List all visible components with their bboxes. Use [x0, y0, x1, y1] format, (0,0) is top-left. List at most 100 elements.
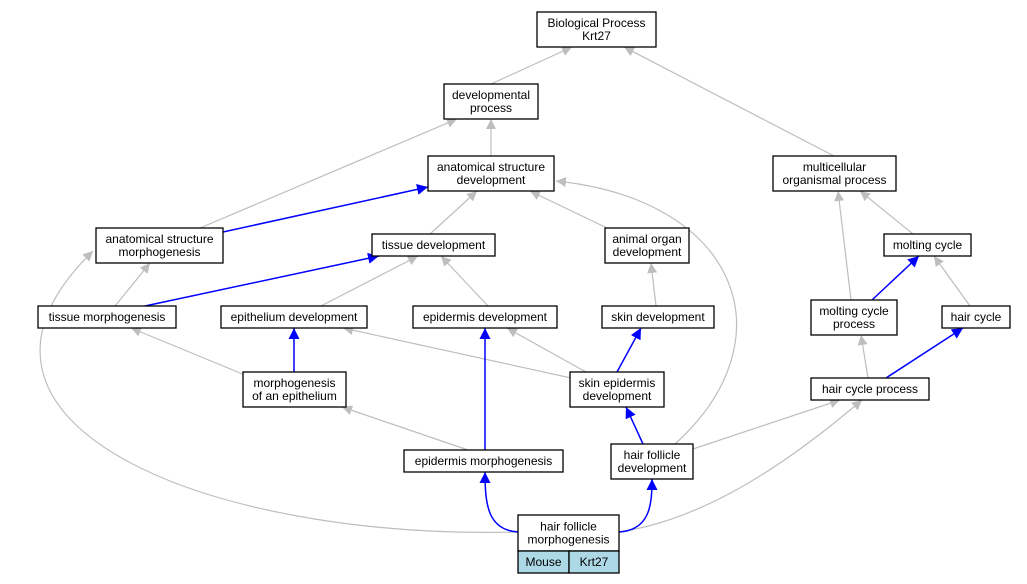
node-box — [610, 443, 694, 480]
edge-hf-morph-to-hf-dev — [618, 478, 658, 533]
node-label-line: organismal process — [782, 173, 886, 187]
edge-hf-morph-to-hair-cycle-proc — [618, 399, 863, 533]
gene-label: Krt27 — [580, 555, 609, 569]
edge-hf-morph-to-epid-morph — [479, 471, 519, 533]
node-label-line: hair cycle process — [822, 382, 918, 396]
node-label-line: process — [833, 317, 875, 331]
edge-epid-dev-to-tissue-dev — [440, 255, 489, 307]
gene-badge: Mouse Krt27 — [517, 550, 620, 574]
node-box — [37, 305, 177, 329]
node-label-line: development — [618, 461, 687, 475]
node-label-line: development — [583, 389, 652, 403]
edge-molting-proc-to-molting — [871, 255, 920, 301]
node-label-line: animal organ — [612, 232, 681, 246]
edge-molting-to-multi — [859, 190, 914, 235]
edge-hf-dev-to-skin-epid — [625, 406, 644, 445]
node-box — [517, 514, 620, 552]
edge-tissue-morph-to-asm — [114, 262, 151, 307]
edge-molting-proc-to-multi — [834, 190, 852, 301]
node-box — [371, 233, 496, 257]
edge-dev-proc-to-bp — [490, 46, 573, 85]
node-box — [601, 305, 715, 329]
node-epi-dev[interactable]: epithelium development — [220, 305, 368, 329]
node-label-line: skin epidermis — [579, 376, 656, 390]
node-label-line: morphogenesis — [118, 245, 200, 259]
node-label-line: tissue development — [382, 238, 486, 252]
node-label-line: hair follicle — [624, 448, 681, 462]
edge-epid-morph-to-morph-epi — [341, 405, 469, 451]
node-box — [242, 371, 347, 408]
node-label-line: morphogenesis — [253, 376, 335, 390]
node-label-line: epithelium development — [231, 310, 358, 324]
node-box — [604, 227, 690, 264]
node-box — [810, 299, 898, 336]
node-epid-dev[interactable]: epidermis development — [412, 305, 558, 329]
node-hair-cycle[interactable]: hair cycle — [941, 305, 1011, 329]
node-label-line: molting cycle — [819, 304, 889, 318]
node-label-line: hair cycle — [951, 310, 1002, 324]
node-label-line: development — [613, 245, 682, 259]
edge-skin-epid-to-epid-dev — [506, 327, 587, 373]
edge-skin-epid-to-skin-dev — [616, 327, 642, 373]
node-box — [220, 305, 368, 329]
gene-cell — [568, 550, 620, 574]
node-label-line: molting cycle — [893, 238, 963, 252]
edge-morph-epi-to-tissue-morph — [130, 327, 246, 376]
node-box — [536, 11, 657, 48]
node-label-line: development — [457, 173, 526, 187]
node-tissue-morph[interactable]: tissue morphogenesis — [37, 305, 177, 329]
node-box — [95, 227, 224, 264]
node-box — [427, 155, 555, 192]
node-label-line: skin development — [611, 310, 705, 324]
node-label-line: developmental — [452, 88, 530, 102]
node-label-line: tissue morphogenesis — [49, 310, 166, 324]
nodes-layer: Biological ProcessKrt27developmentalproc… — [37, 11, 1011, 552]
edge-skin-dev-to-animal-organ — [647, 262, 658, 307]
node-label-line: Biological Process — [547, 16, 645, 30]
node-label-line: Krt27 — [582, 29, 611, 43]
node-hair-cycle-proc[interactable]: hair cycle process — [810, 377, 930, 401]
edge-tissue-dev-to-asd — [429, 190, 478, 235]
node-box — [443, 83, 539, 120]
edge-multi-to-bp — [623, 46, 835, 157]
edge-hf-dev-to-asd — [555, 177, 738, 445]
node-label-line: anatomical structure — [105, 232, 213, 246]
node-box — [412, 305, 558, 329]
node-box — [883, 233, 972, 257]
node-box — [569, 371, 665, 408]
node-label-line: process — [470, 101, 512, 115]
species-label: Mouse — [525, 555, 561, 569]
node-label-line: epidermis development — [423, 310, 548, 324]
node-box — [941, 305, 1011, 329]
edge-animal-organ-to-asd — [529, 190, 608, 229]
edge-tissue-morph-to-tissue-dev — [144, 252, 380, 307]
node-skin-dev[interactable]: skin development — [601, 305, 715, 329]
node-epid-morph[interactable]: epidermis morphogenesis — [403, 449, 564, 473]
node-molting[interactable]: molting cycle — [883, 233, 972, 257]
node-tissue-dev[interactable]: tissue development — [371, 233, 496, 257]
node-label-line: epidermis morphogenesis — [415, 454, 552, 468]
node-label-line: multicellular — [803, 160, 866, 174]
node-box — [772, 155, 897, 192]
edge-hair-cycle-to-molting — [933, 255, 971, 307]
edge-asm-to-asd — [222, 183, 429, 233]
edge-hair-cycle-proc-to-molting-proc — [857, 334, 869, 379]
node-box — [810, 377, 930, 401]
edge-skin-epid-to-epi-dev — [342, 325, 572, 379]
edge-hair-cycle-proc-to-hair-cycle — [885, 327, 964, 379]
node-label-line: anatomical structure — [437, 160, 545, 174]
edge-asm-to-dev-proc — [199, 118, 458, 229]
edge-epi-dev-to-tissue-dev — [320, 255, 419, 307]
